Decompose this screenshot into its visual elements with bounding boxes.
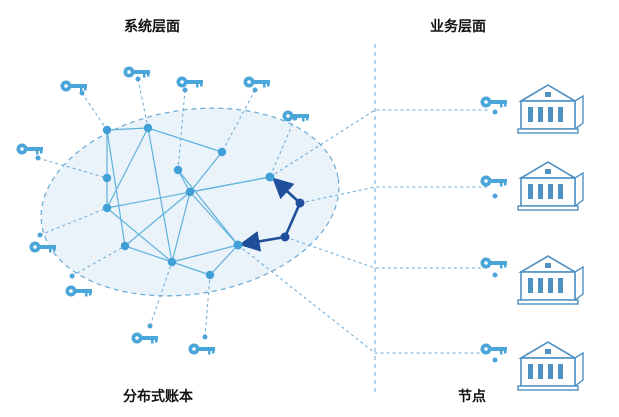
key-icon <box>480 257 507 269</box>
key-dot <box>35 155 41 161</box>
network-node <box>102 125 112 135</box>
ledger-caption: 分布式账本 <box>123 389 193 405</box>
path-segment <box>283 202 302 238</box>
key-dot <box>252 87 258 93</box>
path-arrow <box>238 231 286 252</box>
network-edge <box>147 127 173 263</box>
key-icon <box>243 76 270 88</box>
network-node <box>120 241 130 251</box>
business-layer-title: 业务层面 <box>430 19 486 35</box>
key-icon <box>60 80 87 92</box>
key-connector <box>204 274 211 338</box>
key-dot <box>492 193 498 199</box>
distributed-ledger-ellipse <box>40 107 340 297</box>
key-dot <box>492 109 498 115</box>
key-dot <box>135 76 141 82</box>
network-edge <box>124 245 173 263</box>
bank-building-icon <box>517 161 584 211</box>
key-dot <box>202 334 208 340</box>
network-edge <box>147 127 223 153</box>
key-dot <box>147 323 153 329</box>
system-layer-title: 系统层面 <box>124 19 180 35</box>
path-arrow <box>272 177 301 204</box>
network-node <box>233 240 243 250</box>
key-connector <box>269 117 296 178</box>
key-icon <box>480 343 507 355</box>
network-edge <box>189 176 271 193</box>
key-icon <box>131 332 158 344</box>
network-node <box>167 257 177 267</box>
network-node <box>102 203 112 213</box>
network-edge <box>171 261 211 276</box>
key-dot <box>79 90 85 96</box>
key-icon <box>188 343 215 355</box>
key-dot <box>37 232 43 238</box>
key-connector <box>137 78 149 129</box>
network-edge <box>106 129 126 247</box>
nodes-caption: 节点 <box>458 389 486 405</box>
network-node <box>265 172 275 182</box>
path-node <box>280 232 290 242</box>
network-node <box>173 165 183 175</box>
network-node <box>143 123 153 133</box>
key-icon <box>123 66 150 78</box>
path-node <box>295 198 305 208</box>
key-connector <box>39 207 108 236</box>
network-edge <box>189 191 239 246</box>
key-connector <box>81 92 108 131</box>
network-edge <box>171 244 239 263</box>
key-icon <box>65 285 92 297</box>
key-dot <box>492 357 498 363</box>
key-connector <box>177 89 186 171</box>
bank-building-icon <box>517 255 584 305</box>
key-connector <box>71 245 126 277</box>
network-edge <box>177 169 239 246</box>
key-icon <box>16 143 43 155</box>
network-node <box>217 147 227 157</box>
key-icon <box>480 175 507 187</box>
key-connector <box>149 261 173 327</box>
network-edge <box>209 244 239 276</box>
key-dot <box>69 273 75 279</box>
key-dot <box>492 272 498 278</box>
bank-building-icon <box>517 341 584 391</box>
network-node <box>205 270 215 280</box>
network-node <box>102 173 112 183</box>
network-edge <box>124 191 191 247</box>
network-edge <box>171 191 191 263</box>
node-connector <box>284 236 490 269</box>
network-node <box>185 187 195 197</box>
key-icon <box>480 96 507 108</box>
node-connector <box>237 244 490 354</box>
bank-building-icon <box>517 84 584 134</box>
key-icon <box>176 76 203 88</box>
node-connector <box>299 186 490 204</box>
network-edge <box>189 151 223 193</box>
network-edge <box>106 127 149 209</box>
network-edge <box>106 127 149 131</box>
key-dot <box>182 87 188 93</box>
network-edge <box>106 207 173 263</box>
